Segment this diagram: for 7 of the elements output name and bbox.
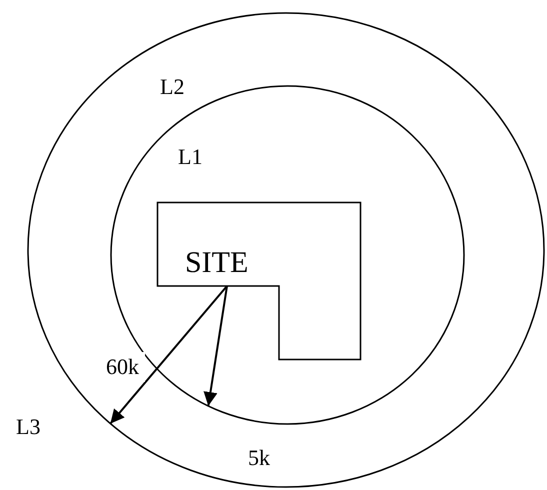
zone-label: L2 <box>160 76 184 98</box>
site-label: SITE <box>185 248 248 278</box>
arrow <box>110 285 228 424</box>
zone-label: L3 <box>16 416 40 438</box>
arrow <box>204 286 228 406</box>
zone-label: L1 <box>178 146 202 168</box>
zone-label: 5k <box>248 447 270 469</box>
